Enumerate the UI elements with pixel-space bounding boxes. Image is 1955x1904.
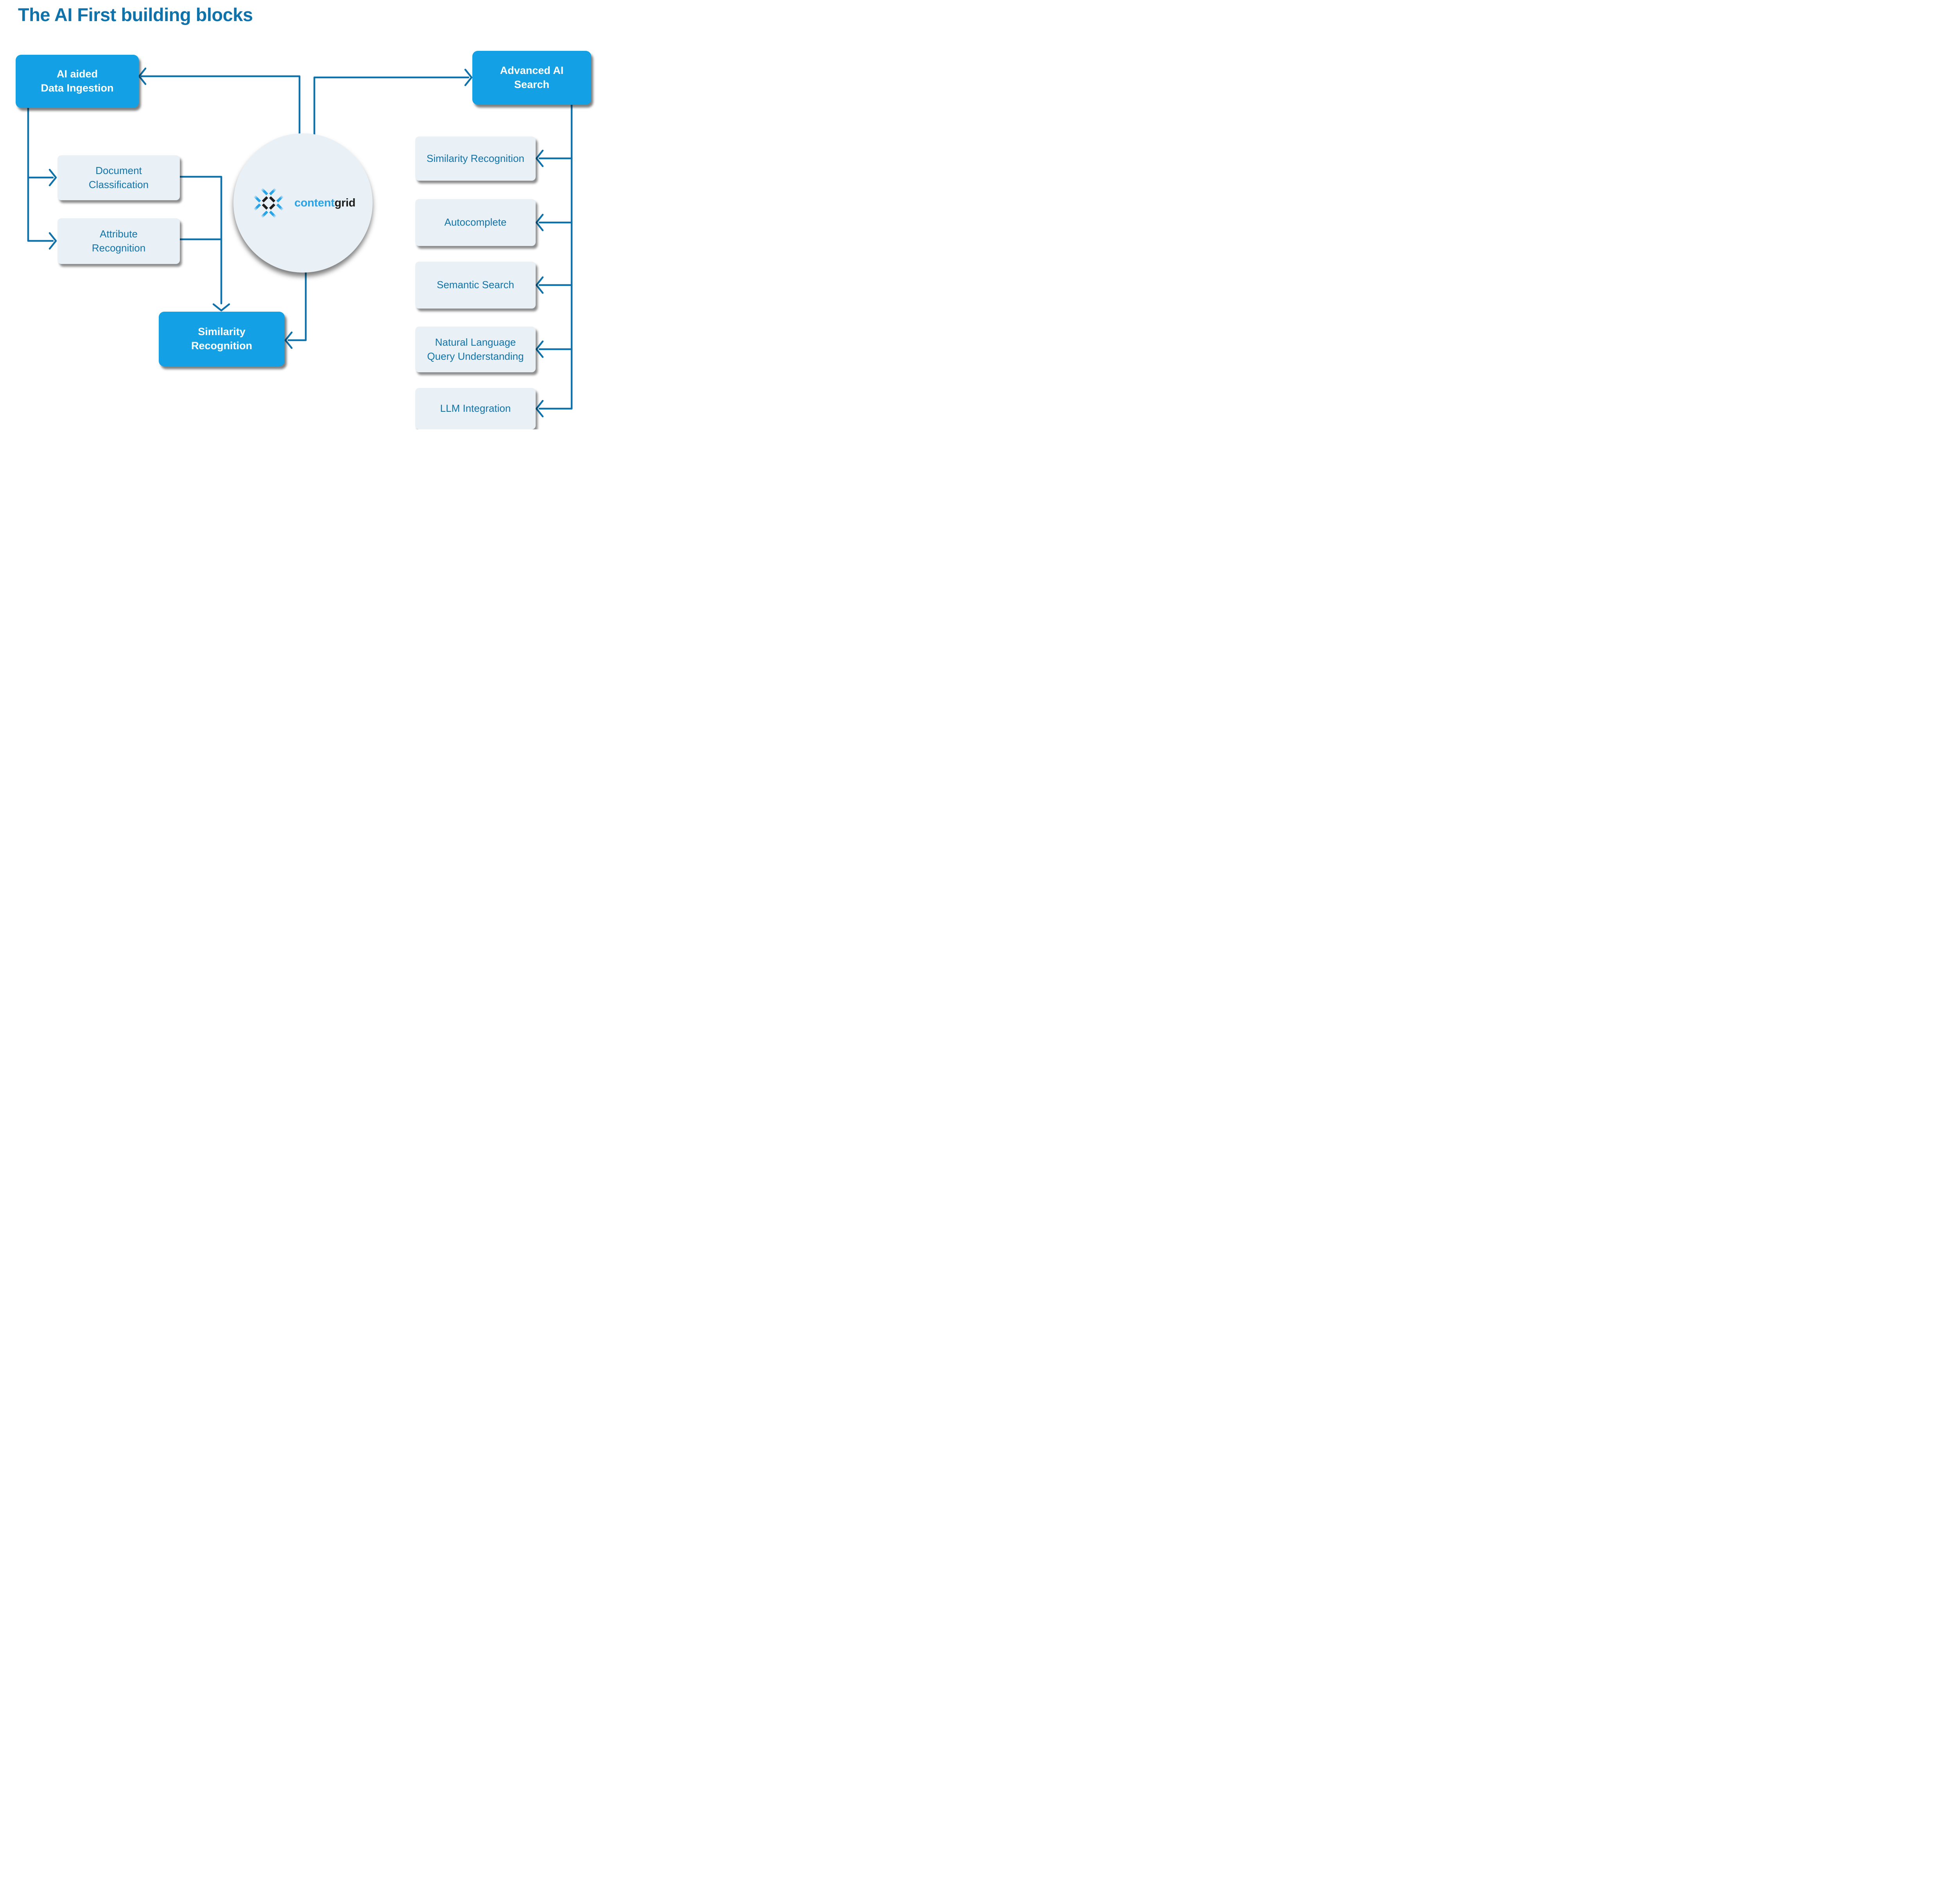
node-similarity-recognition-feature: Similarity Recognition bbox=[415, 136, 536, 181]
arrow-hub-to-advanced-search bbox=[313, 68, 473, 136]
arrow-hub-to-similarity bbox=[284, 271, 307, 349]
node-advanced-ai-search: Advanced AI Search bbox=[472, 51, 591, 105]
node-label: Autocomplete bbox=[444, 216, 507, 228]
contentgrid-hub-circle: contentgrid bbox=[233, 133, 373, 273]
node-label-line: Recognition bbox=[91, 242, 146, 254]
node-llm-integration: LLM Integration bbox=[415, 388, 536, 429]
arrow-trunk-to-autocomplete bbox=[535, 214, 573, 231]
wordmark-content: content bbox=[294, 196, 335, 209]
page-title: The AI First building blocks bbox=[18, 4, 253, 25]
node-label: Similarity Recognition bbox=[427, 152, 524, 164]
node-semantic-search: Semantic Search bbox=[415, 262, 536, 309]
arrow-trunk-to-similarity-recognition bbox=[535, 149, 573, 167]
node-label-line: Document bbox=[95, 164, 142, 176]
arrow-trunk-to-semantic-search bbox=[535, 276, 573, 294]
arrow-ingestion-to-attribute-recognition bbox=[27, 107, 57, 250]
node-similarity-recognition-main: Similarity Recognition bbox=[159, 312, 285, 366]
arrow-trunk-to-nl-query-understanding bbox=[535, 340, 573, 358]
node-label-line: Search bbox=[514, 79, 550, 90]
node-label-line: AI aided bbox=[56, 68, 98, 80]
node-label-line: Recognition bbox=[191, 340, 252, 352]
node-label-line: Attribute bbox=[100, 228, 138, 240]
arrow-search-trunk-to-llm-integration bbox=[535, 104, 573, 418]
arrow-classification-to-similarity bbox=[179, 176, 230, 312]
node-ai-aided-data-ingestion: AI aided Data Ingestion bbox=[16, 55, 139, 108]
connector-lines bbox=[27, 67, 573, 418]
node-label-line: Classification bbox=[88, 178, 149, 190]
node-attribute-recognition: Attribute Recognition bbox=[57, 218, 180, 264]
contentgrid-wordmark: contentgrid bbox=[294, 196, 356, 210]
arrow-hub-to-ai-ingestion bbox=[138, 67, 301, 136]
node-autocomplete: Autocomplete bbox=[415, 199, 536, 246]
node-natural-language-query-understanding: Natural Language Query Understanding bbox=[415, 327, 536, 372]
arrow-ingestion-to-document-classification bbox=[27, 169, 57, 187]
contentgrid-logo-icon bbox=[253, 188, 284, 218]
node-label: Natural Language Query Understanding bbox=[427, 336, 524, 362]
diagram-canvas: The AI First building blocks AI aided Da… bbox=[0, 0, 604, 429]
node-label-line: Data Ingestion bbox=[41, 82, 114, 94]
node-label-line: Advanced AI bbox=[500, 65, 564, 77]
node-label: Semantic Search bbox=[437, 279, 514, 291]
node-label-line: Similarity bbox=[198, 326, 246, 338]
node-label: LLM Integration bbox=[440, 402, 511, 415]
wordmark-grid: grid bbox=[334, 196, 356, 209]
node-document-classification: Document Classification bbox=[57, 155, 180, 200]
